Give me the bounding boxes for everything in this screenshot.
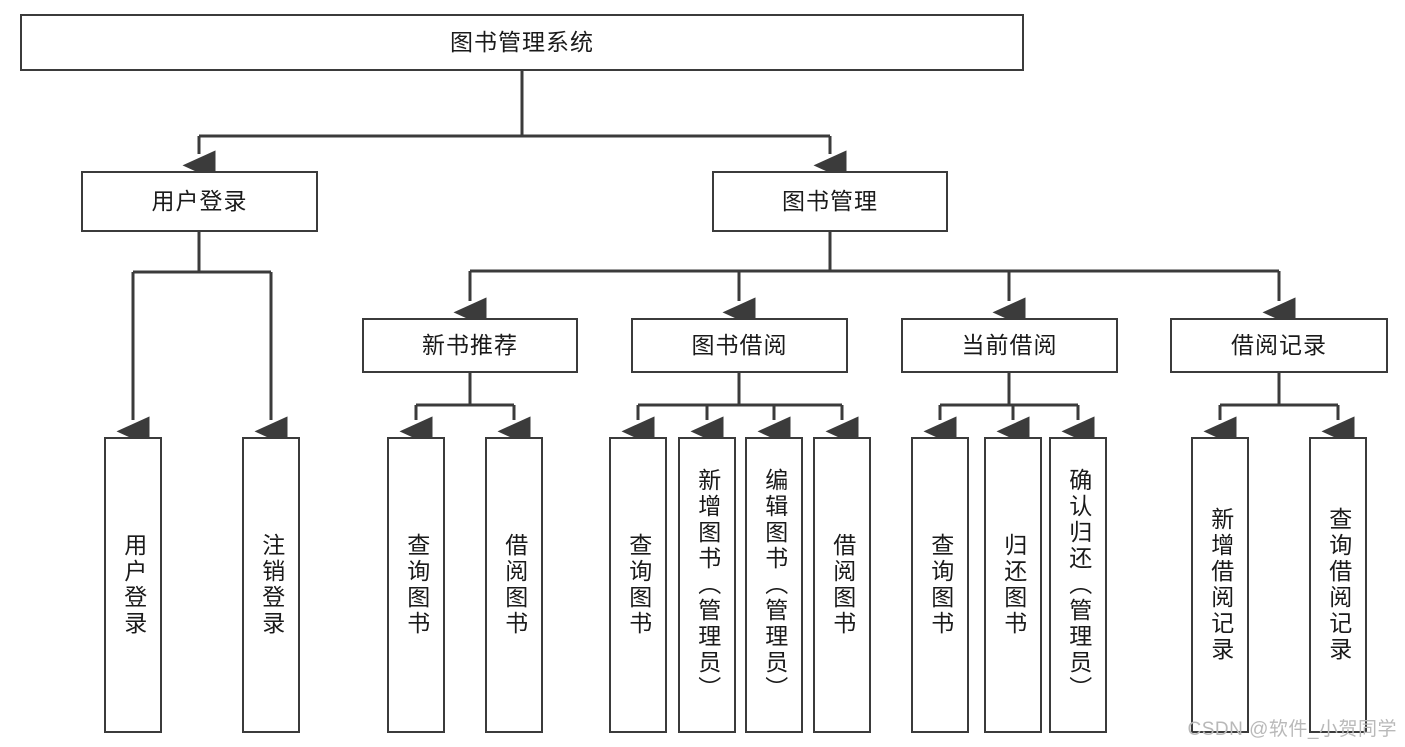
node-leaf-confirm-return[interactable]: 确认归还（管理员） bbox=[1049, 437, 1107, 733]
node-book-borrow-label: 图书借阅 bbox=[691, 331, 788, 358]
node-new-book-recommend[interactable]: 新书推荐 bbox=[362, 318, 578, 373]
node-book-manage-label: 图书管理 bbox=[782, 187, 878, 214]
node-borrow-records-label: 借阅记录 bbox=[1231, 331, 1327, 358]
node-leaf-query-book-borrow[interactable]: 查询图书 bbox=[609, 437, 667, 733]
node-root[interactable]: 图书管理系统 bbox=[20, 14, 1024, 71]
node-user-login-label: 用户登录 bbox=[151, 187, 248, 214]
node-new-book-recommend-label: 新书推荐 bbox=[422, 331, 518, 358]
node-leaf-add-book-label: 新增图书（管理员） bbox=[694, 468, 721, 702]
node-current-borrow-label: 当前借阅 bbox=[961, 331, 1058, 358]
node-leaf-logout-label: 注销登录 bbox=[258, 533, 285, 637]
node-leaf-borrow-book-label: 借阅图书 bbox=[829, 533, 856, 637]
node-leaf-user-login[interactable]: 用户登录 bbox=[104, 437, 162, 733]
node-leaf-add-record[interactable]: 新增借阅记录 bbox=[1191, 437, 1249, 733]
watermark: CSDN @软件_小贺同学 bbox=[1187, 719, 1397, 740]
node-leaf-borrow-book-rec-label: 借阅图书 bbox=[501, 533, 528, 637]
node-root-label: 图书管理系统 bbox=[450, 28, 594, 55]
node-leaf-query-record[interactable]: 查询借阅记录 bbox=[1309, 437, 1367, 733]
node-leaf-confirm-return-label: 确认归还（管理员） bbox=[1065, 468, 1092, 702]
node-leaf-query-book-rec-label: 查询图书 bbox=[403, 533, 430, 637]
node-user-login[interactable]: 用户登录 bbox=[81, 171, 318, 232]
node-book-borrow[interactable]: 图书借阅 bbox=[631, 318, 848, 373]
node-leaf-borrow-book[interactable]: 借阅图书 bbox=[813, 437, 871, 733]
node-leaf-query-book-current[interactable]: 查询图书 bbox=[911, 437, 969, 733]
node-leaf-borrow-book-rec[interactable]: 借阅图书 bbox=[485, 437, 543, 733]
node-current-borrow[interactable]: 当前借阅 bbox=[901, 318, 1118, 373]
node-leaf-return-book-label: 归还图书 bbox=[1000, 533, 1027, 637]
node-leaf-edit-book-label: 编辑图书（管理员） bbox=[761, 468, 788, 702]
node-leaf-query-book-rec[interactable]: 查询图书 bbox=[387, 437, 445, 733]
node-borrow-records[interactable]: 借阅记录 bbox=[1170, 318, 1388, 373]
node-leaf-query-book-current-label: 查询图书 bbox=[927, 533, 954, 637]
node-leaf-return-book[interactable]: 归还图书 bbox=[984, 437, 1042, 733]
node-leaf-user-login-label: 用户登录 bbox=[120, 533, 147, 637]
node-leaf-add-record-label: 新增借阅记录 bbox=[1207, 507, 1234, 663]
node-leaf-query-book-borrow-label: 查询图书 bbox=[625, 533, 652, 637]
node-leaf-query-record-label: 查询借阅记录 bbox=[1325, 507, 1352, 663]
node-leaf-add-book[interactable]: 新增图书（管理员） bbox=[678, 437, 736, 733]
node-book-manage[interactable]: 图书管理 bbox=[712, 171, 948, 232]
node-leaf-edit-book[interactable]: 编辑图书（管理员） bbox=[745, 437, 803, 733]
node-leaf-logout[interactable]: 注销登录 bbox=[242, 437, 300, 733]
